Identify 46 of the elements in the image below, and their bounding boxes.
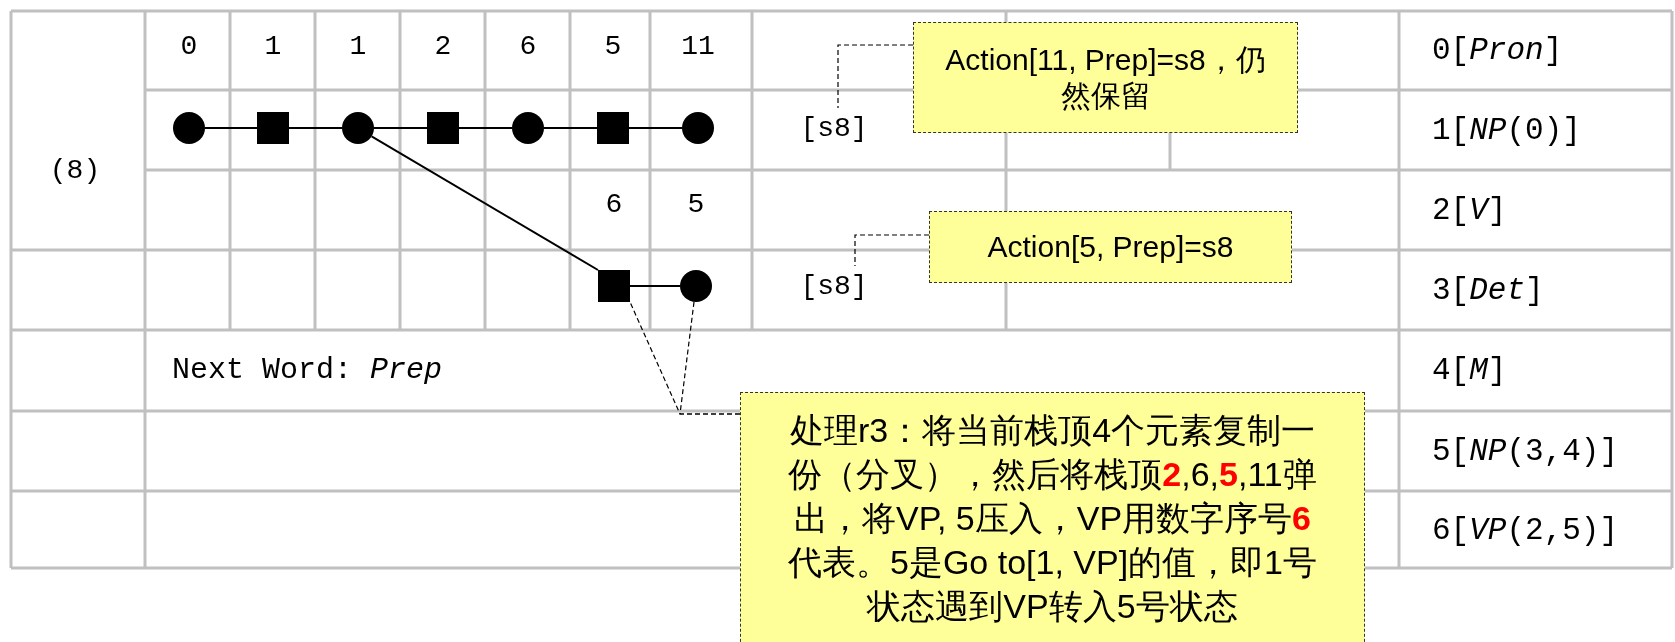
row-label: 4[M]: [1432, 352, 1507, 388]
row-label: 1[NP(0)]: [1432, 112, 1581, 148]
leader-line: [837, 44, 914, 109]
row-label: 2[V]: [1432, 192, 1507, 228]
stack-number: 6: [604, 189, 624, 220]
callout-box: [913, 22, 1298, 133]
callout-box: [740, 392, 1365, 642]
callout-text: Action[5, Prep]=s8: [987, 229, 1234, 265]
connector-line: [629, 285, 681, 287]
connector-line: [204, 127, 258, 129]
stack-number: 1: [348, 31, 368, 62]
leader-line: [679, 301, 741, 415]
stack-number: 1: [263, 31, 283, 62]
state-label: [s8]: [798, 266, 870, 306]
stack-number: 5: [603, 31, 623, 62]
state-circle: [342, 112, 374, 144]
step-number: (8): [49, 154, 101, 186]
callout-text: Action[11, Prep]=s8，仍然保留: [944, 41, 1267, 114]
state-circle: [173, 112, 205, 144]
row-label: 5[NP(3,4)]: [1432, 433, 1619, 469]
symbol-square: [257, 112, 289, 144]
state-circle: [682, 112, 714, 144]
symbol-square: [598, 270, 630, 302]
stack-number: 5: [686, 189, 706, 220]
connector-line: [373, 127, 428, 129]
stack-number: 6: [518, 31, 538, 62]
stack-number: 0: [179, 31, 199, 62]
connector-line: [543, 127, 598, 129]
next-word-text: Next Word: Prep: [172, 353, 443, 387]
leader-line: [854, 234, 930, 267]
connector-line: [288, 127, 343, 129]
row-label: 6[VP(2,5)]: [1432, 512, 1619, 548]
state-circle: [680, 270, 712, 302]
state-circle: [512, 112, 544, 144]
callout-text: 处理r3：将当前栈顶4个元素复制一份（分叉），然后将栈顶2,6,5,11弹出，将VP, 5压入，VP用数字序号6代表。5是Go to[1, VP]的值，即1号状态遇到VP转入5号状态: [787, 410, 1318, 627]
row-label: 0[Pron]: [1432, 32, 1563, 68]
stack-number: 2: [433, 31, 453, 62]
state-label: [s8]: [798, 108, 870, 148]
row-label: 3[Det]: [1432, 272, 1544, 308]
stack-number: 11: [680, 31, 716, 62]
symbol-square: [597, 112, 629, 144]
connector-line: [458, 127, 513, 129]
symbol-square: [427, 112, 459, 144]
connector-line: [370, 135, 599, 271]
callout-box: [929, 211, 1292, 283]
connector-line: [628, 127, 683, 129]
